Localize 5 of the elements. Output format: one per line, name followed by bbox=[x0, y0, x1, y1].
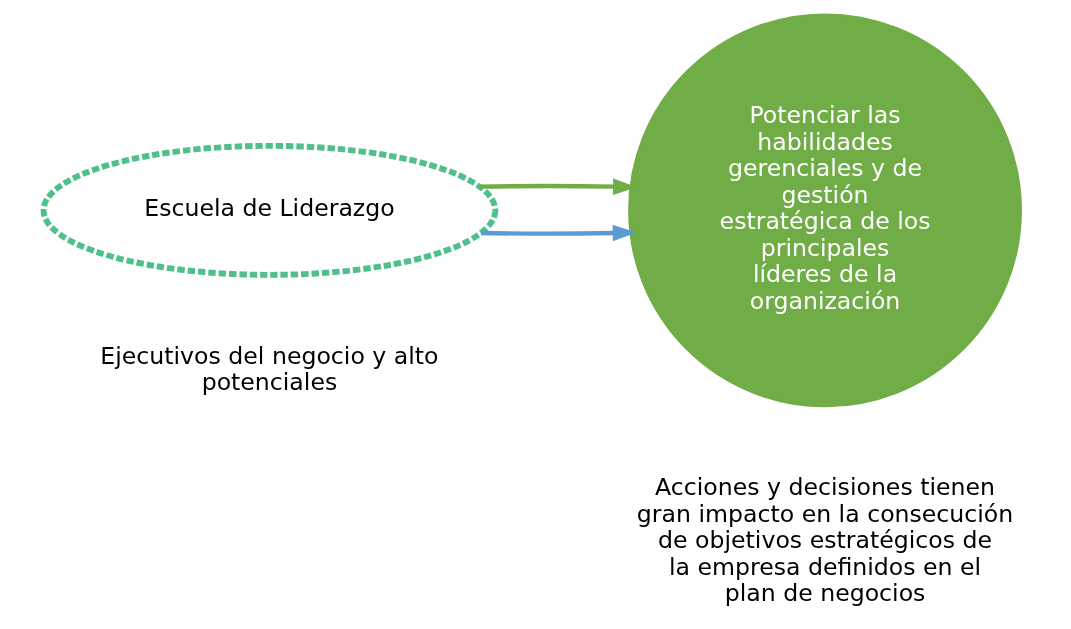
node-circle: Potenciar las habilidades gerenciales y de gestión estratégica de los principales líderes de la organización bbox=[627, 13, 1022, 408]
node-label: Acciones y decisiones tienen gran impacto en la consecución de objetivos estratégicos de la empresa definidos en el plan de negocios bbox=[636, 473, 1013, 608]
arrow bbox=[480, 224, 636, 242]
node-ellipse: Escuela de Liderazgo bbox=[40, 142, 498, 278]
node-label: Ejecutivos del negocio y alto potenciales bbox=[99, 341, 439, 397]
